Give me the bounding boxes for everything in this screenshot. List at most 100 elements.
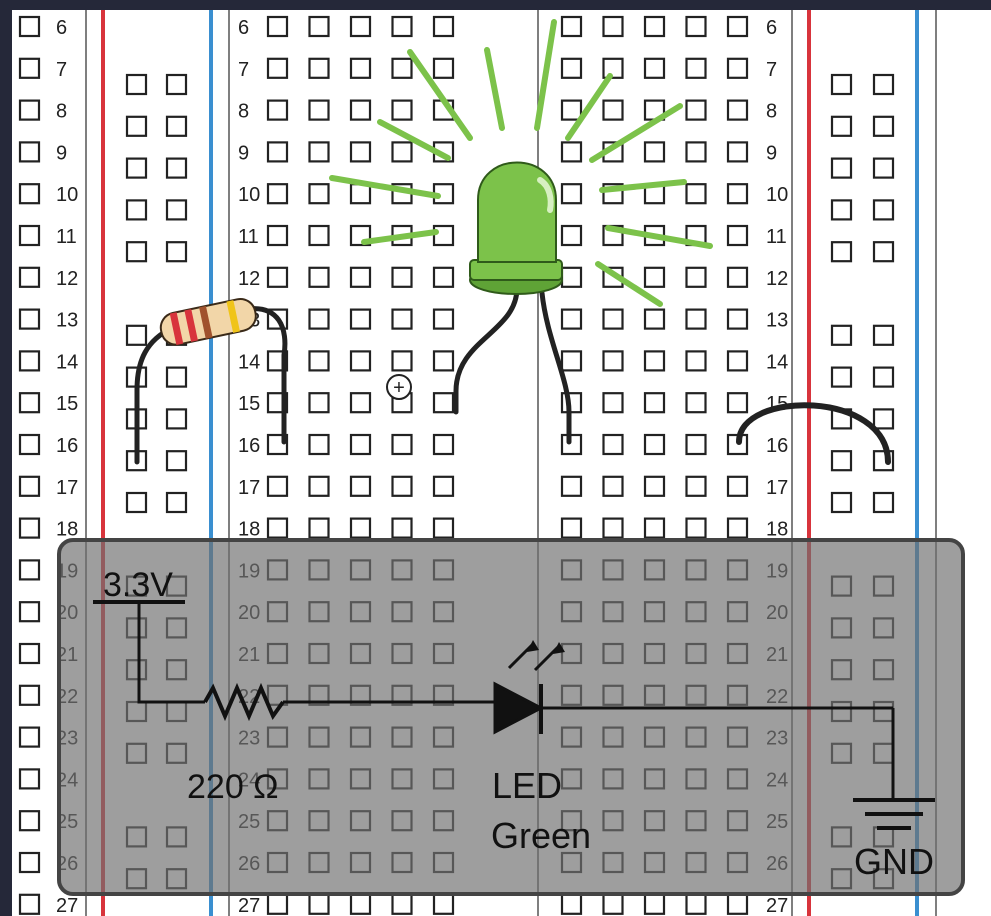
row-number: 14	[56, 351, 78, 373]
rail-hole	[165, 366, 188, 388]
row-number: 13	[766, 310, 788, 332]
breadboard-hole	[726, 517, 749, 539]
breadboard-hole	[432, 266, 455, 288]
rail-hole	[165, 199, 188, 221]
breadboard-hole	[726, 15, 749, 38]
row-number: 7	[766, 59, 777, 81]
breadboard-hole	[391, 57, 413, 79]
breadboard-hole	[308, 224, 330, 247]
row-number: 10	[56, 184, 78, 206]
breadboard-hole	[432, 57, 455, 79]
breadboard-hole	[643, 893, 666, 915]
breadboard-hole	[18, 308, 41, 330]
row-number: 11	[238, 226, 259, 248]
breadboard-hole	[685, 350, 707, 372]
row-number: 27	[766, 895, 788, 916]
breadboard-hole	[560, 517, 583, 539]
row-number: 10	[238, 184, 260, 206]
breadboard-hole	[308, 99, 330, 121]
breadboard-hole	[432, 224, 455, 247]
breadboard-hole	[349, 392, 372, 414]
supply-label: 3.3V	[103, 566, 173, 604]
breadboard-hole	[349, 141, 372, 163]
supply-wire	[137, 602, 205, 704]
row-number: 9	[766, 142, 777, 164]
breadboard-hole	[18, 601, 41, 623]
rail-hole	[165, 73, 188, 96]
breadboard-hole	[18, 15, 41, 38]
breadboard-hole	[308, 308, 330, 330]
rail-hole	[830, 491, 853, 514]
breadboard-hole	[602, 475, 624, 497]
breadboard-hole	[18, 224, 41, 247]
breadboard-hole	[18, 350, 41, 372]
breadboard-hole	[349, 266, 372, 288]
breadboard-hole	[560, 350, 583, 372]
breadboard-hole	[308, 183, 330, 205]
led-green	[453, 161, 572, 445]
breadboard-hole	[18, 559, 41, 581]
breadboard-hole	[266, 183, 289, 205]
row-number: 12	[238, 268, 260, 290]
breadboard-hole	[560, 15, 583, 38]
schematic-panel: 3.3V 220 Ω LED Green GND	[57, 538, 965, 896]
row-number: 15	[238, 393, 260, 415]
rail-hole	[125, 115, 148, 137]
led-label: LED	[492, 765, 562, 806]
breadboard-hole	[18, 141, 41, 163]
led-symbol	[493, 681, 545, 735]
row-number: 12	[56, 268, 78, 290]
breadboard-hole	[266, 224, 289, 247]
breadboard-hole	[391, 433, 413, 456]
breadboard-hole	[266, 893, 289, 915]
breadboard-hole	[643, 392, 666, 414]
row-number: 14	[766, 351, 788, 373]
breadboard-hole	[602, 308, 624, 330]
breadboard-hole	[602, 99, 624, 121]
breadboard-hole	[643, 308, 666, 330]
breadboard-hole	[560, 475, 583, 497]
breadboard-hole	[391, 475, 413, 497]
svg-text:+: +	[393, 377, 405, 399]
breadboard-hole	[685, 308, 707, 330]
resistor-symbol	[203, 682, 285, 722]
breadboard-hole	[726, 266, 749, 288]
breadboard-hole	[18, 851, 41, 874]
breadboard-hole	[391, 15, 413, 38]
breadboard-hole	[726, 224, 749, 247]
led-glow-rays	[329, 19, 713, 307]
row-number: 17	[766, 477, 788, 499]
row-number: 16	[238, 435, 260, 457]
breadboard-hole	[308, 475, 330, 497]
rail-hole	[125, 491, 148, 514]
breadboard-image: 6667778889991010101111111212121313131414…	[12, 10, 991, 916]
breadboard-hole	[266, 475, 289, 497]
row-number: 8	[238, 101, 249, 123]
rail-hole	[125, 73, 148, 96]
breadboard-hole	[602, 517, 624, 539]
row-number: 9	[238, 142, 249, 164]
row-number: 7	[238, 59, 249, 81]
resistor-220-ohm	[134, 297, 288, 465]
breadboard-hole	[18, 57, 41, 79]
breadboard-hole	[308, 392, 330, 414]
breadboard-hole	[643, 266, 666, 288]
breadboard-hole	[602, 433, 624, 456]
row-number: 8	[766, 101, 777, 123]
breadboard-hole	[643, 57, 666, 79]
breadboard-hole	[643, 433, 666, 456]
breadboard-hole	[560, 224, 583, 247]
row-number: 8	[56, 101, 67, 123]
breadboard-hole	[685, 15, 707, 38]
rail-hole	[872, 491, 895, 514]
breadboard-hole	[349, 15, 372, 38]
rail-hole	[872, 324, 895, 346]
breadboard-hole	[349, 517, 372, 539]
breadboard-hole	[432, 433, 455, 456]
row-number: 17	[56, 477, 78, 499]
row-number: 14	[238, 351, 260, 373]
rail-hole	[830, 324, 853, 346]
breadboard-hole	[685, 392, 707, 414]
breadboard-hole	[349, 475, 372, 497]
breadboard-hole	[685, 266, 707, 288]
